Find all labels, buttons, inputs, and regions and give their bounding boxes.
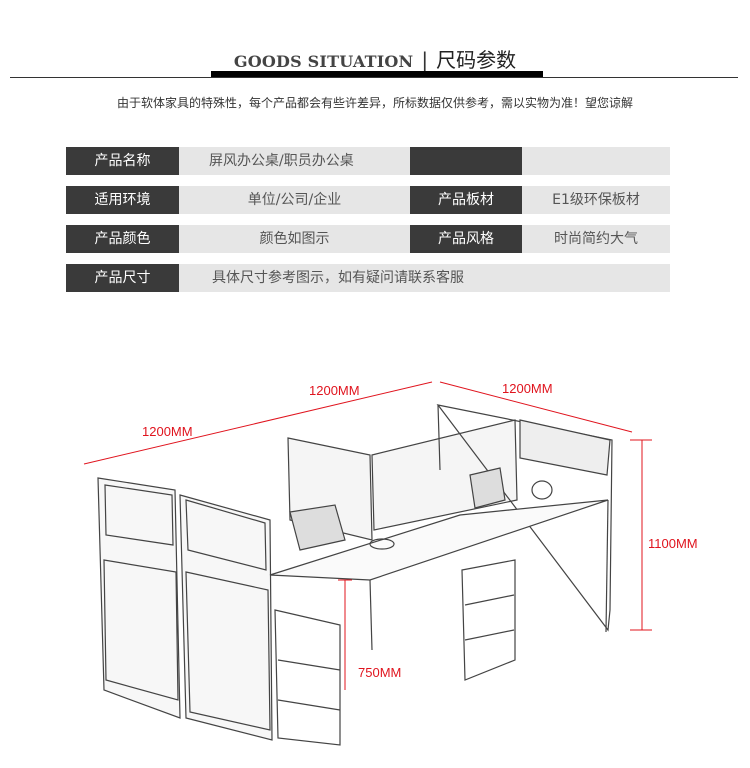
title-chinese: 尺码参数 <box>436 48 517 72</box>
param-label: 产品风格 <box>410 225 522 253</box>
param-value: 颜色如图示 <box>259 231 330 247</box>
param-label-blank <box>410 147 522 175</box>
param-value: E1级环保板材 <box>552 192 640 208</box>
param-row: 产品颜色 颜色如图示 产品风格 时尚简约大气 <box>66 225 670 253</box>
param-label: 产品颜色 <box>66 225 179 253</box>
dimension-lines <box>83 381 652 690</box>
title-separator: | <box>421 48 429 72</box>
param-label: 产品尺寸 <box>66 264 179 292</box>
dimension-height-label: 1100MM <box>648 536 698 551</box>
param-value: 单位/公司/企业 <box>247 192 342 208</box>
param-label: 产品板材 <box>410 186 522 214</box>
section-title: GOODS SITUATION | 尺码参数 <box>0 44 750 73</box>
title-english: GOODS SITUATION <box>233 52 414 71</box>
dimension-depth-label: 1200MM <box>309 383 360 398</box>
param-row: 产品名称 屏风办公桌/职员办公桌 <box>66 147 670 175</box>
disclaimer-note: 由于软体家具的特殊性，每个产品都会有些许差异，所标数据仅供参考，需以实物为准！望… <box>116 96 633 110</box>
title-underline-bar <box>211 71 543 78</box>
dimension-desk-height-label: 750MM <box>358 665 401 680</box>
param-value: 时尚简约大气 <box>554 231 638 247</box>
title-divider <box>10 77 738 78</box>
dimension-left-label: 1200MM <box>142 424 193 439</box>
param-row: 产品尺寸 具体尺寸参考图示，如有疑问请联系客服 <box>66 264 670 292</box>
param-row: 适用环境 单位/公司/企业 产品板材 E1级环保板材 <box>66 186 670 214</box>
param-label: 产品名称 <box>66 147 179 175</box>
param-value: 具体尺寸参考图示，如有疑问请联系客服 <box>212 270 464 286</box>
desk-sketch <box>97 404 613 746</box>
dimension-width-label: 1200MM <box>502 381 553 396</box>
param-value: 屏风办公桌/职员办公桌 <box>209 153 354 169</box>
param-label: 适用环境 <box>66 186 179 214</box>
